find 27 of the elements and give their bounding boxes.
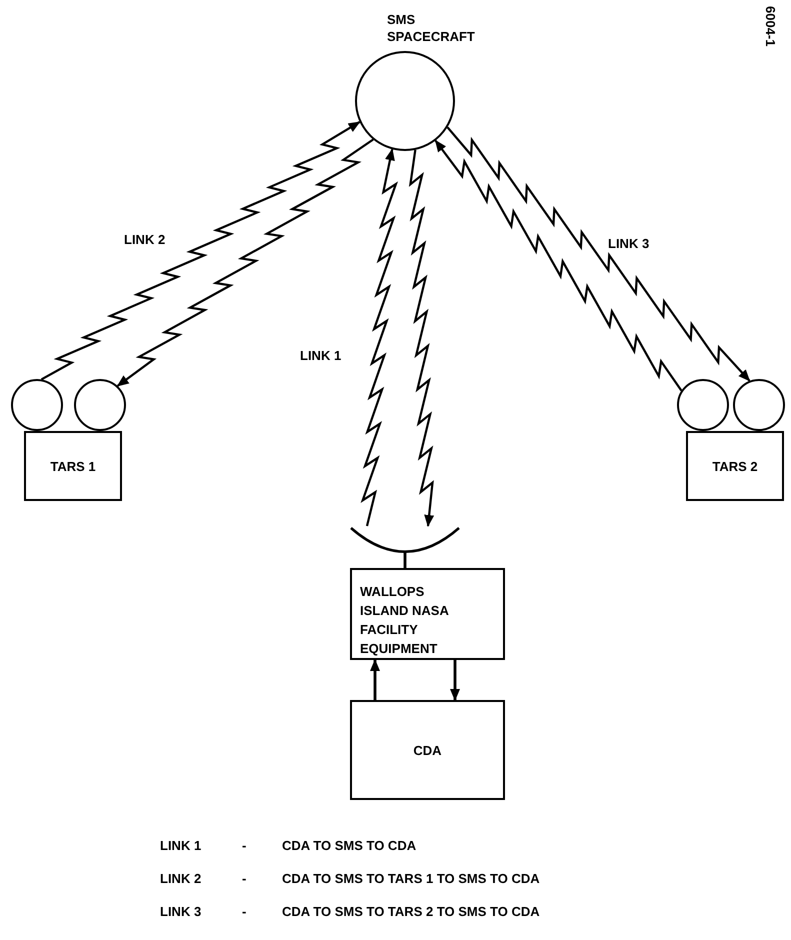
node-label: WALLOPS ISLAND NASA FACILITY EQUIPMENT (360, 583, 450, 658)
legend-dash: - (242, 904, 248, 920)
radio-link-arrow (446, 126, 750, 382)
node-label: TARS 2 (712, 458, 758, 476)
legend-description: CDA TO SMS TO TARS 2 TO SMS TO CDA (282, 904, 540, 920)
legend-link-name: LINK 3 (160, 904, 202, 920)
legend-dash: - (242, 871, 248, 887)
legend-dash: - (242, 838, 248, 854)
station-box (686, 431, 784, 501)
figure-number: 6004-1 (762, 6, 778, 46)
radio-link-arrow (434, 140, 682, 392)
dish-antenna (350, 526, 460, 552)
facility-box (350, 568, 505, 660)
legend-link-name: LINK 1 (160, 838, 202, 854)
legend-description: CDA TO SMS TO TARS 1 TO SMS TO CDA (282, 871, 540, 887)
legend-description: CDA TO SMS TO CDA (282, 838, 416, 854)
legend-link-name: LINK 2 (160, 871, 202, 887)
radio-link-arrow (408, 150, 434, 527)
station-box (24, 431, 122, 501)
process-box (350, 700, 505, 800)
node-label: SMS SPACECRAFT (387, 11, 476, 45)
radio-link-arrow (40, 121, 360, 380)
arrow (450, 660, 460, 701)
arrow (370, 659, 380, 700)
node-label: CDA (413, 742, 442, 760)
node-label: TARS 1 (50, 458, 96, 476)
radio-link-arrow (116, 138, 374, 387)
